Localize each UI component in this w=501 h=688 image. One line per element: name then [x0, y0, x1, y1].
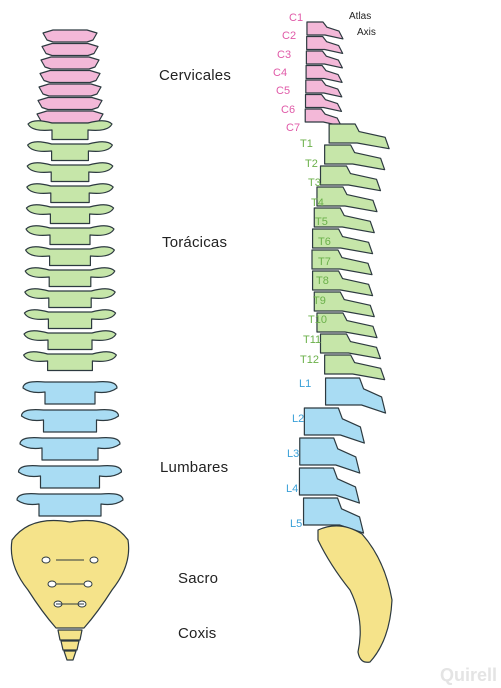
vertebra-label: C3	[277, 49, 291, 61]
front-lumbar-vertebra	[23, 382, 117, 404]
label-atlas: Atlas	[349, 11, 371, 22]
side-thoracic-vertebra	[325, 355, 385, 380]
side-sacrum	[318, 526, 392, 662]
vertebra-label: C2	[282, 30, 296, 42]
front-lumbar-vertebra	[22, 410, 119, 432]
front-thoracic-vertebra	[26, 247, 115, 266]
label-lumbares: Lumbares	[160, 459, 228, 476]
vertebra-label: T10	[308, 314, 327, 326]
vertebra-label: T3	[308, 177, 321, 189]
vertebra-label: C5	[276, 85, 290, 97]
vertebra-label: T2	[305, 158, 318, 170]
vertebra-label: L3	[287, 448, 299, 460]
vertebra-label: C7	[286, 122, 300, 134]
front-thoracic-vertebra	[26, 205, 113, 224]
front-cervical-vertebra	[42, 44, 98, 56]
front-cervical-vertebra	[43, 30, 97, 42]
label-cervicales: Cervicales	[159, 67, 231, 84]
front-thoracic-vertebra	[28, 121, 112, 140]
front-thoracic-vertebra	[26, 226, 114, 245]
front-lumbar-vertebra	[20, 438, 120, 460]
vertebra-label: C4	[273, 67, 287, 79]
front-thoracic-vertebra	[24, 331, 116, 350]
front-cervical-vertebra	[38, 98, 102, 110]
front-thoracic-vertebra	[27, 163, 113, 182]
front-lumbar-vertebra	[17, 494, 123, 516]
vertebra-label: T1	[300, 138, 313, 150]
sacral-foramen	[84, 581, 92, 587]
vertebra-label: T12	[300, 354, 319, 366]
front-cervical-vertebra	[39, 84, 101, 96]
side-cervical-vertebra	[305, 109, 341, 126]
label-coxis: Coxis	[178, 625, 217, 642]
vertebra-label: T7	[318, 256, 331, 268]
vertebra-label: T8	[316, 275, 329, 287]
label-sacro: Sacro	[178, 570, 218, 587]
vertebra-label: T6	[318, 236, 331, 248]
vertebra-label: C1	[289, 12, 303, 24]
front-thoracic-vertebra	[25, 289, 115, 308]
front-cervical-vertebra	[41, 57, 99, 69]
front-sacrum	[11, 520, 128, 628]
vertebra-label: T11	[303, 334, 321, 346]
front-thoracic-vertebra	[27, 184, 113, 203]
front-lumbar-vertebra	[19, 466, 122, 488]
sacral-foramen	[42, 557, 50, 563]
front-thoracic-vertebra	[28, 142, 113, 161]
watermark: Quirell	[440, 665, 497, 686]
vertebra-label: T5	[315, 216, 328, 228]
label-toracicas: Torácicas	[162, 234, 227, 251]
vertebra-label: L4	[286, 483, 298, 495]
label-axis: Axis	[357, 27, 376, 38]
vertebra-label: L5	[290, 518, 302, 530]
vertebra-label: T9	[313, 295, 326, 307]
sacral-foramen	[90, 557, 98, 563]
vertebra-label: L1	[299, 378, 311, 390]
front-cervical-vertebra	[40, 71, 100, 83]
vertebra-label: T4	[311, 197, 324, 209]
front-thoracic-vertebra	[25, 268, 115, 287]
front-coccyx	[58, 630, 82, 660]
front-thoracic-vertebra	[24, 352, 117, 371]
vertebra-label: C6	[281, 104, 295, 116]
sacral-foramen	[48, 581, 56, 587]
vertebra-label: L2	[292, 413, 304, 425]
front-thoracic-vertebra	[24, 310, 115, 329]
